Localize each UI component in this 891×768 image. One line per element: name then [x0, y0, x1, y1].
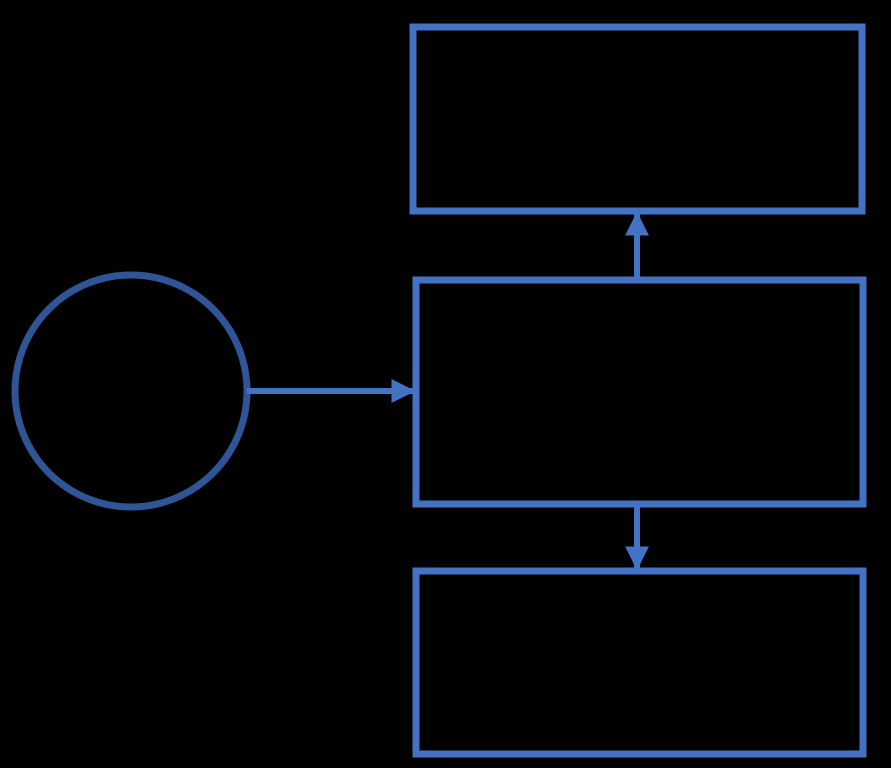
- top-box: [409, 23, 866, 215]
- bottom-box: [412, 567, 867, 758]
- middle-box: [412, 276, 867, 508]
- source-circle: [11, 271, 251, 511]
